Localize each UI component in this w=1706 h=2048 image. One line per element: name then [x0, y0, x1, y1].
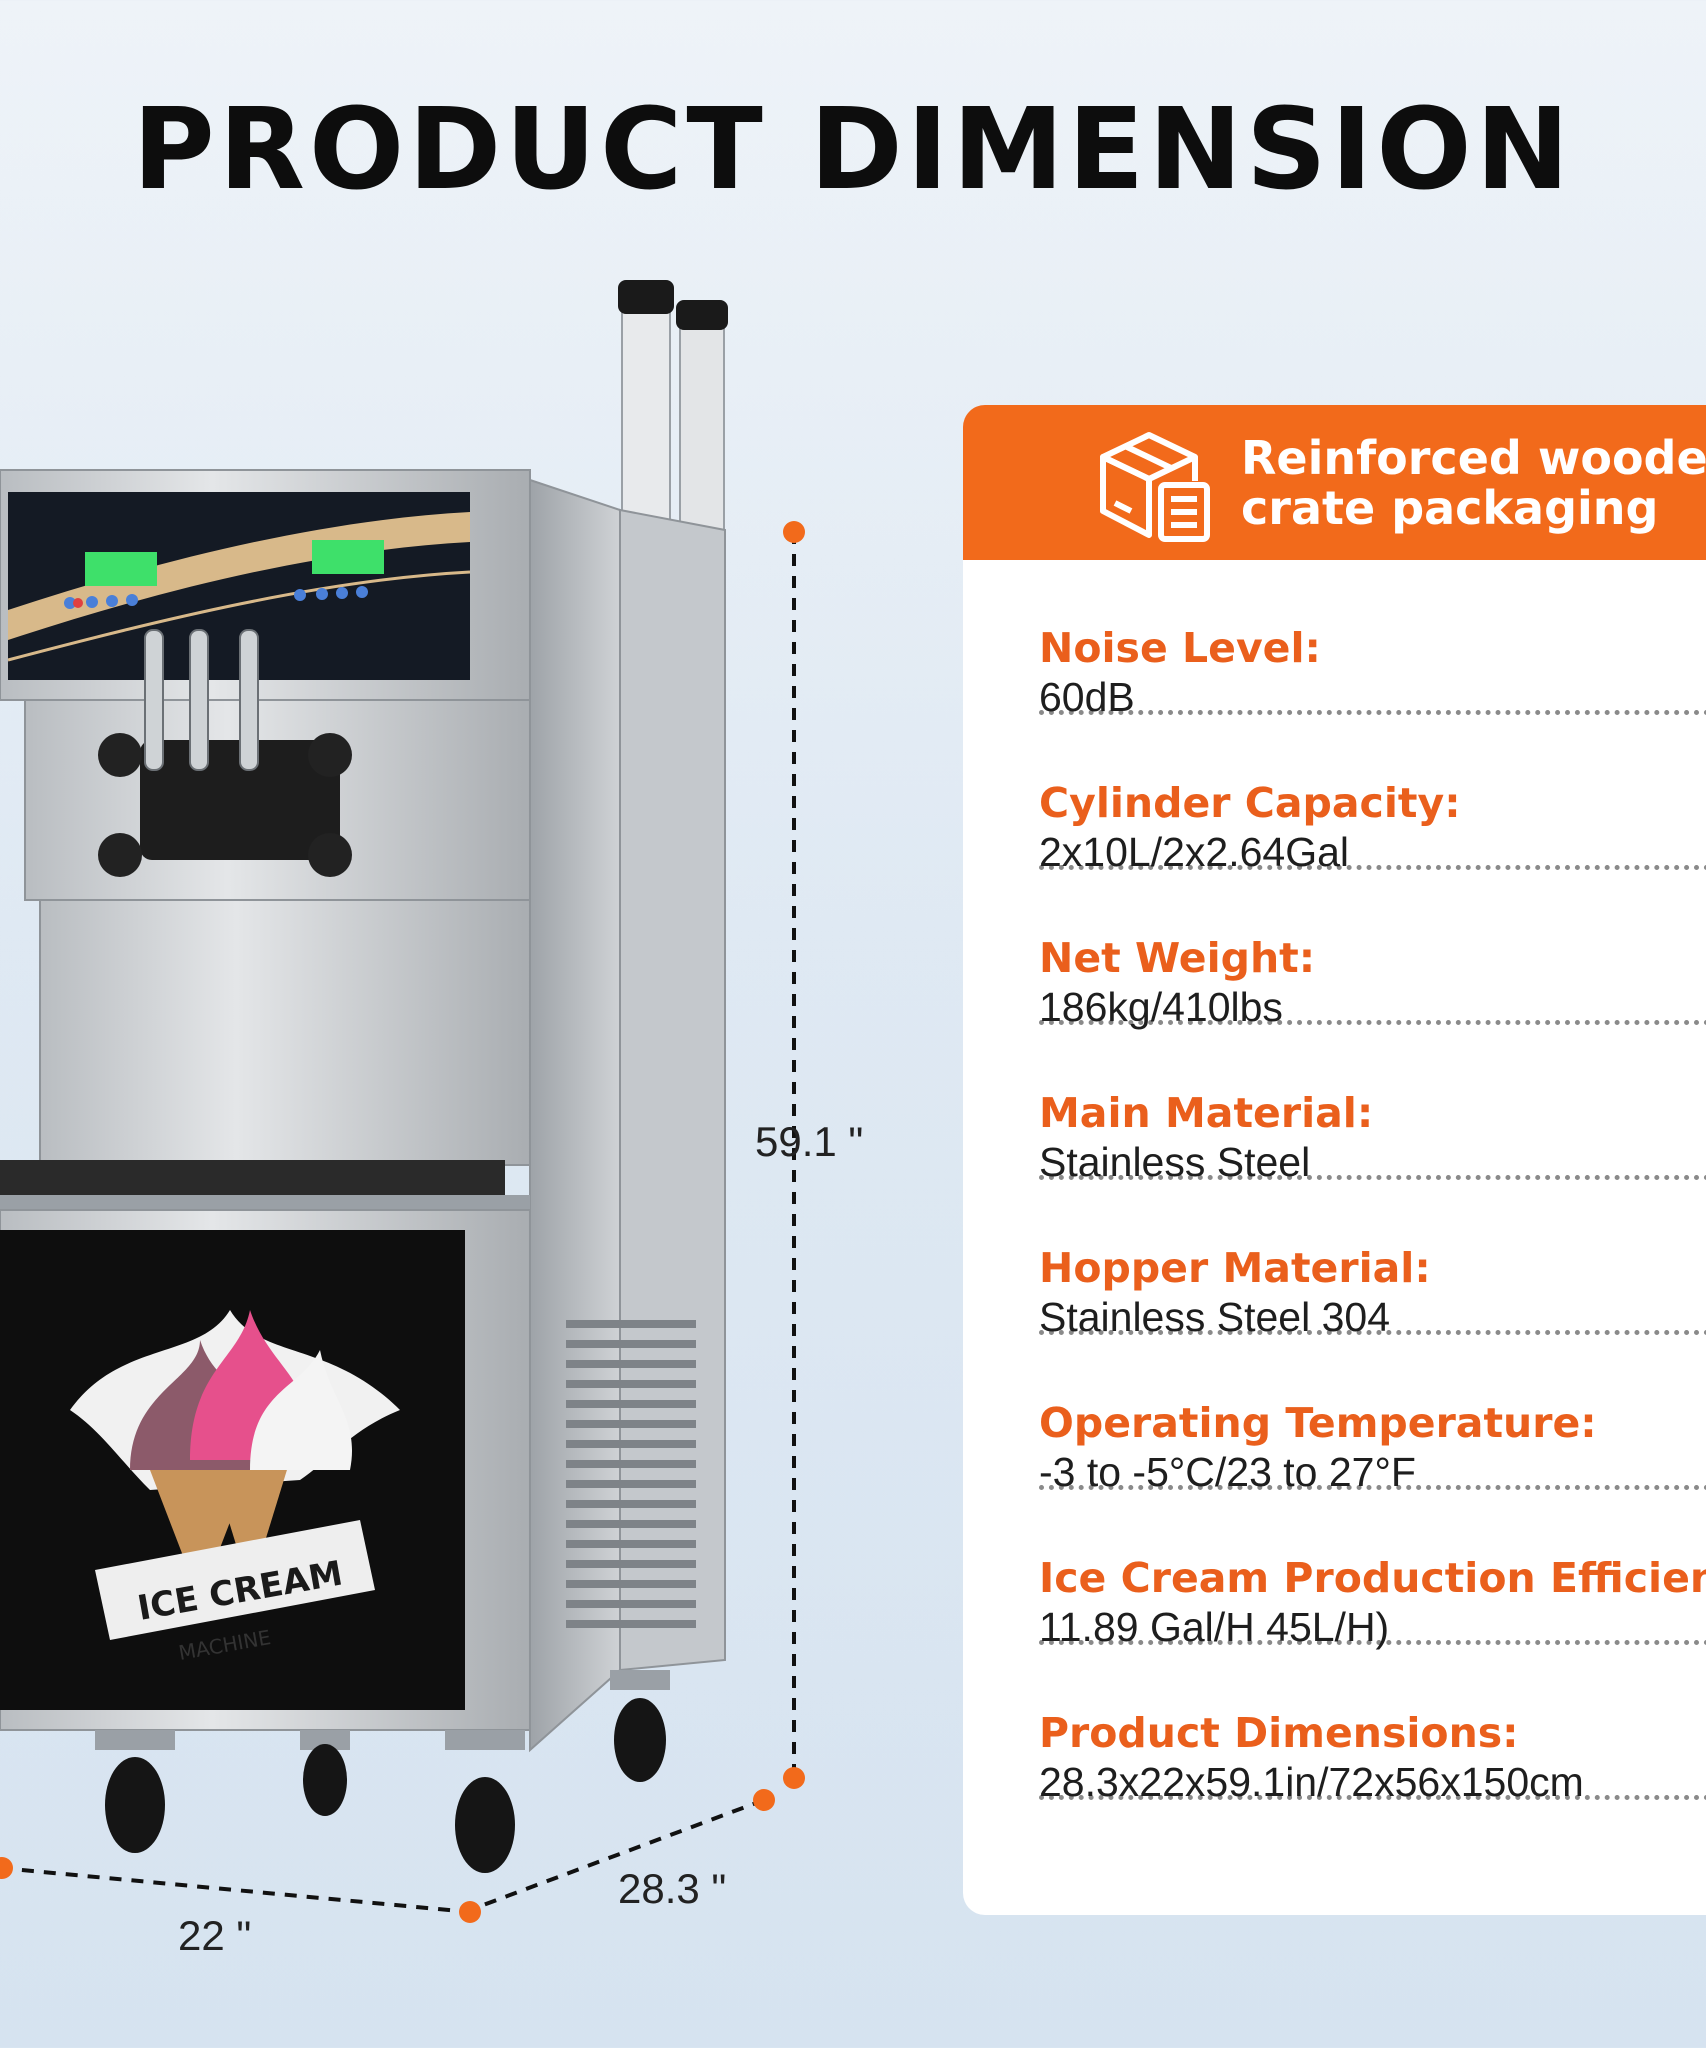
spec-label: Hopper Material:: [1039, 1244, 1431, 1292]
width-dimension-label: 22 ": [178, 1912, 252, 1959]
spec-value: 2x10L/2x2.64Gal: [1039, 829, 1350, 875]
dimension-dot: [459, 1901, 481, 1923]
spec-row-cylinder-capacity: Cylinder Capacity: 2x10L/2x2.64Gal: [1039, 715, 1706, 875]
spec-value: 11.89 Gal/H 45L/H): [1039, 1604, 1390, 1650]
packaging-banner: Reinforced wooden crate packaging: [963, 405, 1706, 560]
spec-label: Ice Cream Production Efficiency:: [1039, 1554, 1706, 1602]
spec-row-hopper-material: Hopper Material: Stainless Steel 304: [1039, 1180, 1706, 1340]
spec-row-main-material: Main Material: Stainless Steel: [1039, 1025, 1706, 1185]
ice-cream-machine-image: ICE CREAM MACHINE: [0, 280, 728, 1873]
spec-row-noise-level: Noise Level: 60dB: [1039, 560, 1706, 720]
spec-label: Cylinder Capacity:: [1039, 779, 1461, 827]
spec-row-product-dimensions: Product Dimensions: 28.3x22x59.1in/72x56…: [1039, 1645, 1706, 1805]
spec-label: Operating Temperature:: [1039, 1399, 1597, 1447]
dimension-dot: [783, 1767, 805, 1789]
spec-value: 60dB: [1039, 674, 1135, 720]
crate-icon: [1100, 432, 1210, 542]
spec-card: Noise Level: 60dB Cylinder Capacity: 2x1…: [963, 560, 1706, 1915]
spec-value: 28.3x22x59.1in/72x56x150cm: [1039, 1759, 1584, 1805]
packaging-line-2: crate packaging: [1241, 481, 1659, 535]
spec-label: Net Weight:: [1039, 934, 1316, 982]
spec-row-production-efficiency: Ice Cream Production Efficiency: 11.89 G…: [1039, 1490, 1706, 1650]
dimension-dot: [753, 1789, 775, 1811]
spec-row-net-weight: Net Weight: 186kg/410lbs: [1039, 870, 1706, 1030]
spec-value: -3 to -5°C/23 to 27°F: [1039, 1449, 1416, 1495]
spec-value: Stainless Steel: [1039, 1139, 1311, 1185]
spec-row-operating-temperature: Operating Temperature: -3 to -5°C/23 to …: [1039, 1335, 1706, 1495]
spec-label: Noise Level:: [1039, 624, 1321, 672]
spec-label: Main Material:: [1039, 1089, 1374, 1137]
dimension-dot: [783, 521, 805, 543]
spec-value: Stainless Steel 304: [1039, 1294, 1391, 1340]
packaging-line-1: Reinforced wooden: [1241, 431, 1706, 485]
spec-label: Product Dimensions:: [1039, 1709, 1519, 1757]
page-title: PRODUCT DIMENSION: [132, 85, 1574, 215]
height-dimension-label: 59.1 ": [755, 1118, 864, 1165]
spec-value: 186kg/410lbs: [1039, 984, 1283, 1030]
depth-dimension-label: 28.3 ": [618, 1865, 727, 1912]
